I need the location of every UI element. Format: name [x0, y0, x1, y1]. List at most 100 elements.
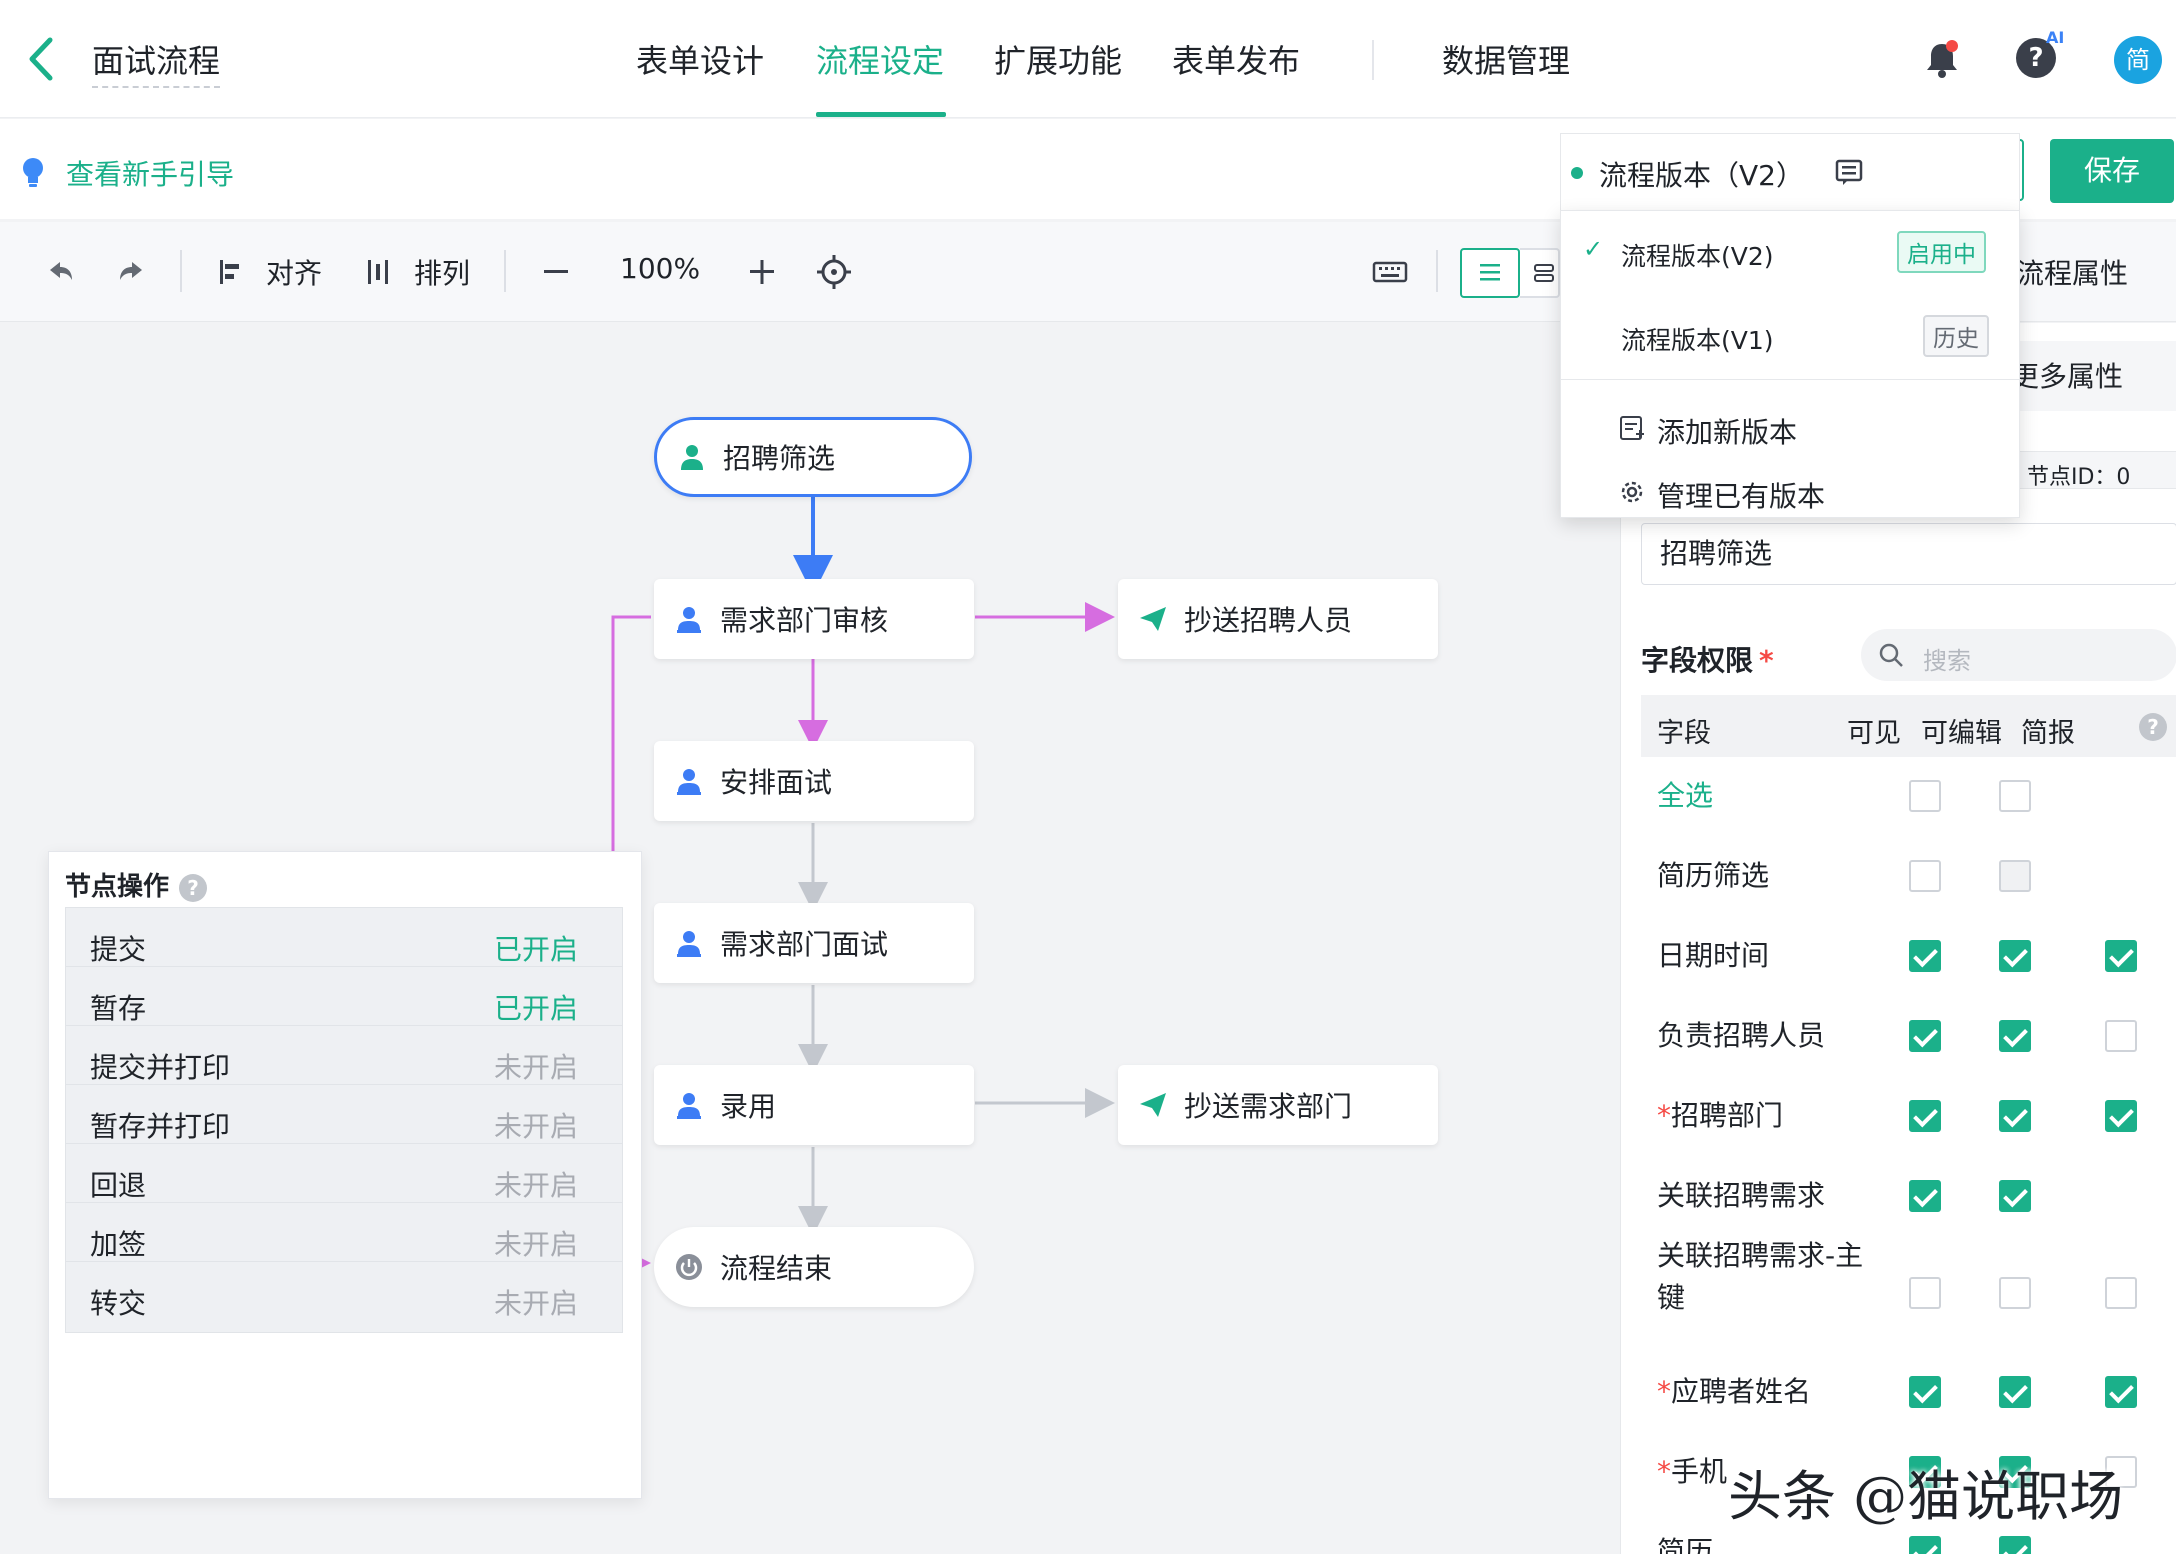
- undo-icon[interactable]: [40, 252, 80, 292]
- visible-checkbox[interactable]: [1909, 1100, 1941, 1132]
- version-notes-icon[interactable]: [1833, 156, 1865, 188]
- brief-checkbox[interactable]: [2105, 1020, 2137, 1052]
- node-label: 抄送招聘人员: [1184, 604, 1353, 637]
- flow-canvas[interactable]: 招聘筛选 需求部门审核 抄送招聘人员 安排面试 需求部门面试 录用 抄送需求部门…: [0, 323, 1620, 1554]
- flow-node-schedule-interview[interactable]: 安排面试: [654, 741, 974, 821]
- arrange-icon[interactable]: [360, 252, 400, 292]
- back-arrow-icon[interactable]: [22, 34, 66, 84]
- operation-name: 提交: [90, 933, 147, 966]
- help-icon[interactable]: ?: [2139, 713, 2167, 741]
- field-label-text: 手机: [1671, 1455, 1728, 1488]
- version-selector[interactable]: 流程版本（V2）: [1560, 133, 2020, 211]
- flow-node-cc-recruiter[interactable]: 抄送招聘人员: [1118, 579, 1438, 659]
- editable-checkbox[interactable]: [1999, 1020, 2031, 1052]
- help-icon[interactable]: ?: [179, 873, 208, 902]
- list-view-button[interactable]: [1460, 248, 1520, 298]
- field-label: *手机: [1657, 1451, 1727, 1493]
- flow-node-hire[interactable]: 录用: [654, 1065, 974, 1145]
- operation-status[interactable]: 未开启: [493, 1228, 578, 1261]
- locate-center-icon[interactable]: [814, 252, 854, 292]
- visible-checkbox[interactable]: [1909, 1277, 1941, 1309]
- required-mark: *: [1657, 1455, 1671, 1488]
- node-label: 抄送需求部门: [1184, 1090, 1353, 1123]
- editable-checkbox[interactable]: [1999, 1277, 2031, 1309]
- visible-checkbox[interactable]: [1909, 1536, 1941, 1554]
- editable-checkbox[interactable]: [1999, 860, 2031, 892]
- operation-status[interactable]: 未开启: [493, 1110, 578, 1143]
- operation-status[interactable]: 未开启: [493, 1169, 578, 1202]
- operation-status[interactable]: 已开启: [493, 933, 578, 966]
- brief-checkbox[interactable]: [2105, 1456, 2137, 1488]
- select-all-visible-checkbox[interactable]: [1909, 780, 1941, 812]
- field-label: *招聘部门: [1657, 1095, 1783, 1137]
- lightbulb-icon: [23, 158, 43, 187]
- editable-checkbox[interactable]: [1999, 1180, 2031, 1212]
- field-label-text: 应聘者姓名: [1671, 1375, 1812, 1408]
- tab-extensions[interactable]: 扩展功能: [994, 42, 1123, 80]
- beginner-guide-link[interactable]: 查看新手引导: [66, 158, 235, 191]
- visible-checkbox[interactable]: [1909, 1020, 1941, 1052]
- editable-checkbox[interactable]: [1999, 1100, 2031, 1132]
- operation-status[interactable]: 未开启: [493, 1051, 578, 1084]
- notification-bell-icon[interactable]: [1922, 38, 1962, 80]
- zoom-out-icon[interactable]: [536, 252, 576, 292]
- operation-row-transfer[interactable]: 转交 未开启: [65, 1261, 623, 1333]
- editable-checkbox[interactable]: [1999, 940, 2031, 972]
- flow-node-start[interactable]: 招聘筛选: [654, 417, 972, 497]
- process-attributes-tab[interactable]: 流程属性: [2016, 257, 2129, 290]
- select-all-editable-checkbox[interactable]: [1999, 780, 2031, 812]
- visible-checkbox[interactable]: [1909, 1180, 1941, 1212]
- arrange-label[interactable]: 排列: [414, 257, 471, 290]
- align-icon[interactable]: [212, 252, 252, 292]
- save-button[interactable]: 保存: [2050, 139, 2174, 203]
- flow-node-cc-dept[interactable]: 抄送需求部门: [1118, 1065, 1438, 1145]
- brief-checkbox[interactable]: [2105, 940, 2137, 972]
- person-icon: [681, 445, 703, 470]
- user-avatar[interactable]: 简: [2114, 36, 2162, 84]
- add-version-icon: [1620, 416, 1644, 440]
- more-attributes-tab[interactable]: 更多属性: [2011, 360, 2124, 393]
- version-item-v1[interactable]: 流程版本(V1): [1621, 326, 1774, 355]
- flow-node-dept-interview[interactable]: 需求部门面试: [654, 903, 974, 983]
- flow-node-end[interactable]: 流程结束: [654, 1227, 974, 1307]
- required-mark: *: [1657, 1099, 1671, 1132]
- node-label: 录用: [720, 1090, 777, 1123]
- brief-checkbox[interactable]: [2105, 1376, 2137, 1408]
- keyboard-icon[interactable]: [1370, 252, 1410, 292]
- help-icon[interactable]: ?: [2016, 38, 2056, 78]
- visible-checkbox[interactable]: [1909, 1376, 1941, 1408]
- field-permissions-title-text: 字段权限: [1641, 644, 1754, 677]
- operation-status[interactable]: 已开启: [493, 992, 578, 1025]
- tab-form-design[interactable]: 表单设计: [636, 42, 765, 80]
- align-label[interactable]: 对齐: [266, 257, 323, 290]
- tab-data-management[interactable]: 数据管理: [1442, 42, 1571, 80]
- visible-checkbox[interactable]: [1909, 860, 1941, 892]
- field-label: 关联招聘需求: [1657, 1179, 1826, 1212]
- add-new-version-item[interactable]: 添加新版本: [1657, 416, 1798, 449]
- field-search-input[interactable]: 搜索: [1861, 629, 2176, 681]
- flow-node-dept-review[interactable]: 需求部门审核: [654, 579, 974, 659]
- tab-process-settings[interactable]: 流程设定: [816, 42, 945, 80]
- search-placeholder: 搜索: [1923, 647, 1971, 675]
- tab-form-publish[interactable]: 表单发布: [1172, 42, 1301, 80]
- card-icon: [1534, 264, 1554, 282]
- brief-checkbox[interactable]: [2105, 1277, 2137, 1309]
- field-label-text: 招聘部门: [1671, 1099, 1784, 1132]
- editable-checkbox[interactable]: [1999, 1536, 2031, 1554]
- select-all-label[interactable]: 全选: [1657, 779, 1714, 812]
- version-item-v2[interactable]: 流程版本(V2): [1621, 242, 1774, 271]
- manage-versions-item[interactable]: 管理已有版本: [1657, 480, 1826, 513]
- send-icon: [1140, 607, 1166, 631]
- redo-icon[interactable]: [112, 252, 152, 292]
- node-name-input[interactable]: 招聘筛选: [1641, 523, 2176, 585]
- app-title[interactable]: 面试流程: [92, 36, 221, 88]
- editable-checkbox[interactable]: [1999, 1456, 2031, 1488]
- zoom-in-icon[interactable]: [742, 252, 782, 292]
- card-view-button[interactable]: [1520, 248, 1560, 298]
- visible-checkbox[interactable]: [1909, 940, 1941, 972]
- brief-checkbox[interactable]: [2105, 1100, 2137, 1132]
- editable-checkbox[interactable]: [1999, 1376, 2031, 1408]
- operation-status[interactable]: 未开启: [493, 1287, 578, 1320]
- visible-checkbox[interactable]: [1909, 1456, 1941, 1488]
- operation-name: 提交并打印: [90, 1051, 231, 1084]
